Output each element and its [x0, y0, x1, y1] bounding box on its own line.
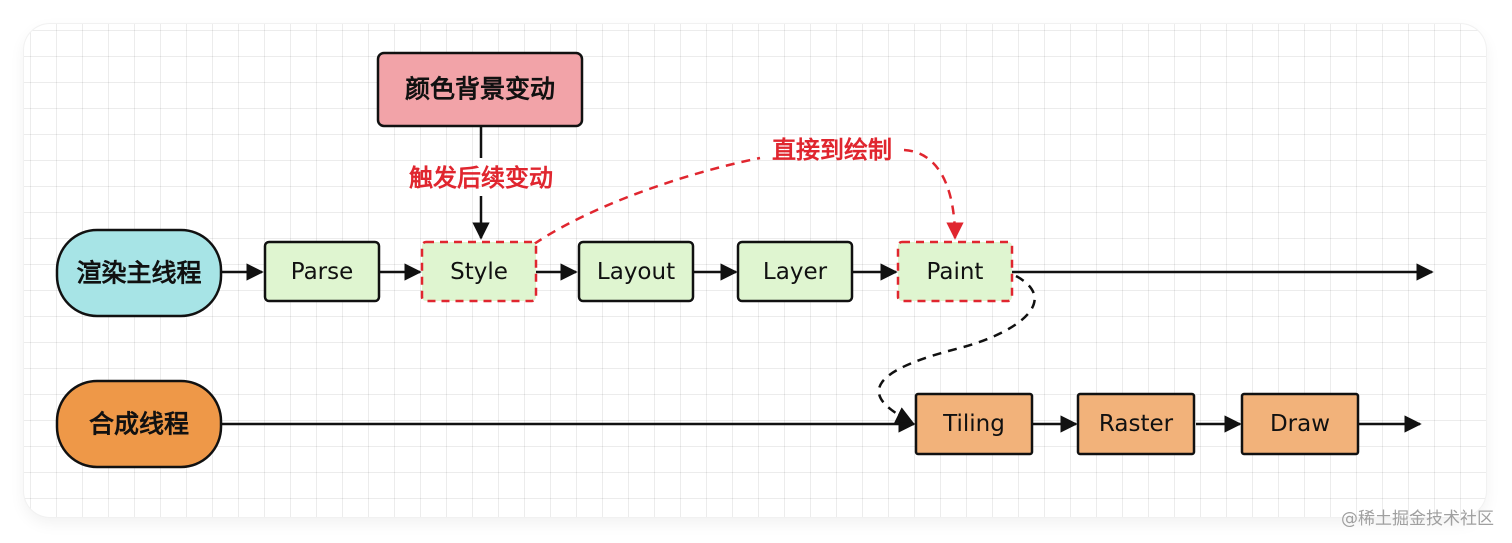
node-layout-label: Layout — [597, 259, 675, 285]
edge-style-to-paint — [533, 156, 761, 246]
node-draw-label: Draw — [1270, 411, 1330, 437]
node-paint: Paint — [896, 240, 1014, 303]
node-tiling-label: Tiling — [942, 411, 1005, 437]
node-style-label: Style — [450, 259, 508, 285]
watermark: @稀土掘金技术社区 — [1341, 509, 1494, 529]
node-main-thread: 渲染主线程 — [55, 228, 223, 318]
edge-style-to-paint-end — [903, 148, 964, 240]
node-compositor-thread-label: 合成线程 — [89, 410, 189, 439]
node-layer-label: Layer — [763, 259, 828, 285]
node-parse-label: Parse — [291, 259, 354, 285]
node-layout: Layout — [577, 240, 695, 303]
node-compositor-thread: 合成线程 — [55, 379, 223, 469]
edge-paint-to-tiling — [877, 274, 1036, 424]
node-trigger-label: 颜色背景变动 — [405, 75, 555, 104]
node-raster-label: Raster — [1099, 411, 1174, 437]
node-raster: Raster — [1076, 392, 1196, 456]
node-tiling: Tiling — [914, 392, 1034, 456]
node-paint-label: Paint — [927, 259, 984, 285]
node-draw: Draw — [1240, 392, 1360, 456]
node-layer: Layer — [736, 240, 854, 303]
label-trigger-to-style: 触发后续变动 — [409, 164, 553, 192]
node-style: Style — [420, 240, 538, 303]
node-main-thread-label: 渲染主线程 — [76, 259, 201, 288]
label-style-to-paint: 直接到绘制 — [772, 136, 892, 164]
node-parse: Parse — [263, 240, 381, 303]
node-trigger: 颜色背景变动 — [376, 51, 584, 128]
